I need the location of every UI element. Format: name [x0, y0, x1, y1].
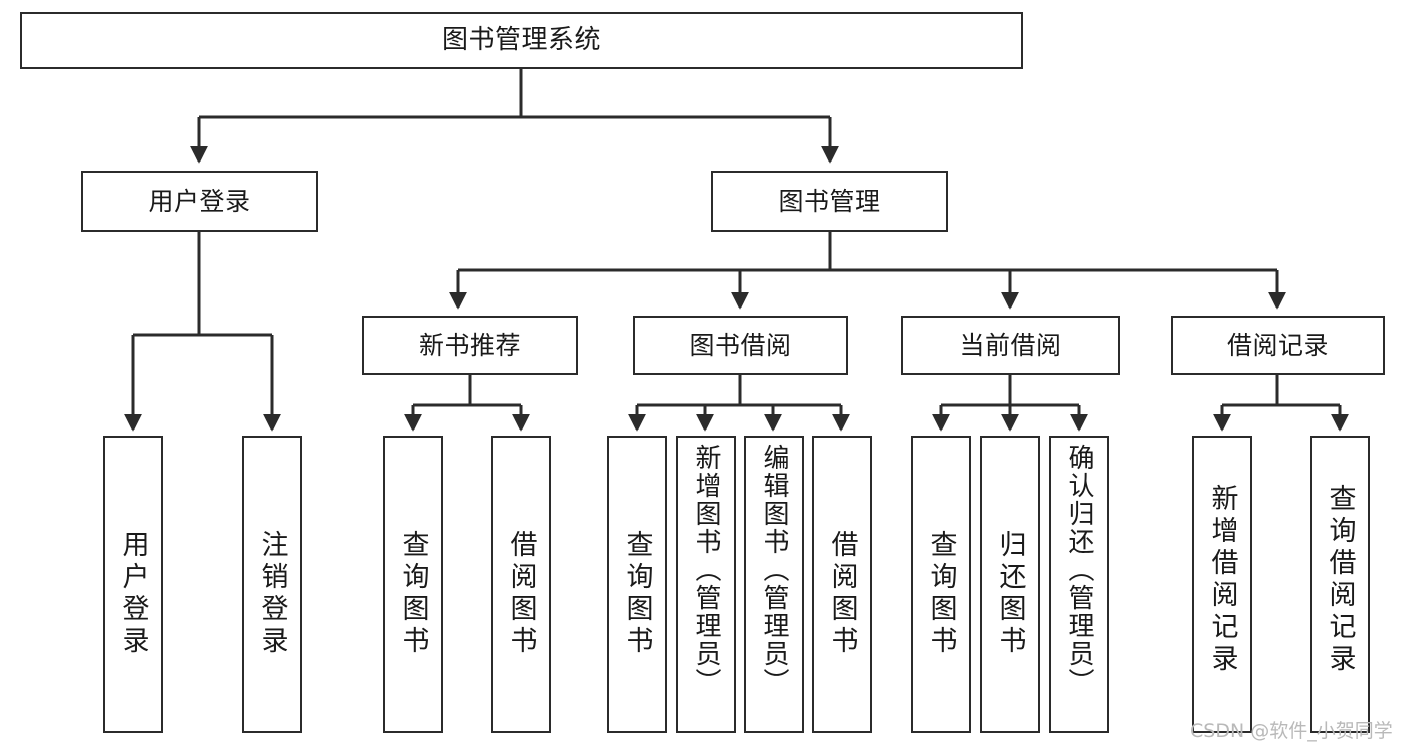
- node-label: 查询图书: [621, 530, 653, 658]
- leaf-user-login[interactable]: 用户登录: [103, 436, 163, 733]
- leaf-borrow-book-new[interactable]: 借阅图书: [491, 436, 551, 733]
- node-label: 当前借阅: [959, 330, 1062, 360]
- node-label: 图书管理系统: [441, 25, 601, 56]
- leaf-confirm-return-admin[interactable]: 确认归还（管理员）: [1049, 436, 1109, 733]
- node-new-book-recommend[interactable]: 新书推荐: [362, 316, 578, 375]
- leaf-add-book-admin[interactable]: 新增图书（管理员）: [676, 436, 736, 733]
- leaf-logout[interactable]: 注销登录: [242, 436, 302, 733]
- node-root-book-management-system[interactable]: 图书管理系统: [20, 12, 1023, 69]
- leaf-query-book-borrow[interactable]: 查询图书: [607, 436, 667, 733]
- node-label: 借阅记录: [1226, 330, 1329, 360]
- node-label: 新增图书（管理员）: [691, 444, 721, 696]
- node-label: 确认归还（管理员）: [1064, 444, 1094, 696]
- node-label: 借阅图书: [505, 530, 537, 658]
- leaf-query-book-new[interactable]: 查询图书: [383, 436, 443, 733]
- node-book-management[interactable]: 图书管理: [711, 171, 948, 232]
- node-label: 图书管理: [778, 186, 881, 216]
- csdn-watermark: CSDN @软件_小贺同学: [1190, 720, 1393, 742]
- node-label: 查询图书: [397, 530, 429, 658]
- leaf-return-book[interactable]: 归还图书: [980, 436, 1040, 733]
- leaf-query-book-current[interactable]: 查询图书: [911, 436, 971, 733]
- leaf-add-borrow-record[interactable]: 新增借阅记录: [1192, 436, 1252, 733]
- node-label: 用户登录: [117, 530, 149, 658]
- node-label: 图书借阅: [689, 330, 792, 360]
- leaf-borrow-book[interactable]: 借阅图书: [812, 436, 872, 733]
- node-label: 借阅图书: [826, 530, 858, 658]
- node-label: 查询借阅记录: [1324, 484, 1356, 676]
- node-label: 查询图书: [925, 530, 957, 658]
- node-borrow-record[interactable]: 借阅记录: [1171, 316, 1385, 375]
- node-label: 用户登录: [148, 186, 251, 216]
- node-label: 新书推荐: [418, 330, 521, 360]
- node-label: 注销登录: [256, 530, 288, 658]
- node-book-borrow[interactable]: 图书借阅: [633, 316, 848, 375]
- node-label: 新增借阅记录: [1206, 484, 1238, 676]
- leaf-edit-book-admin[interactable]: 编辑图书（管理员）: [744, 436, 804, 733]
- node-label: 归还图书: [994, 530, 1026, 658]
- node-label: 编辑图书（管理员）: [759, 444, 789, 696]
- node-user-login[interactable]: 用户登录: [81, 171, 318, 232]
- node-current-borrow[interactable]: 当前借阅: [901, 316, 1120, 375]
- leaf-query-borrow-record[interactable]: 查询借阅记录: [1310, 436, 1370, 733]
